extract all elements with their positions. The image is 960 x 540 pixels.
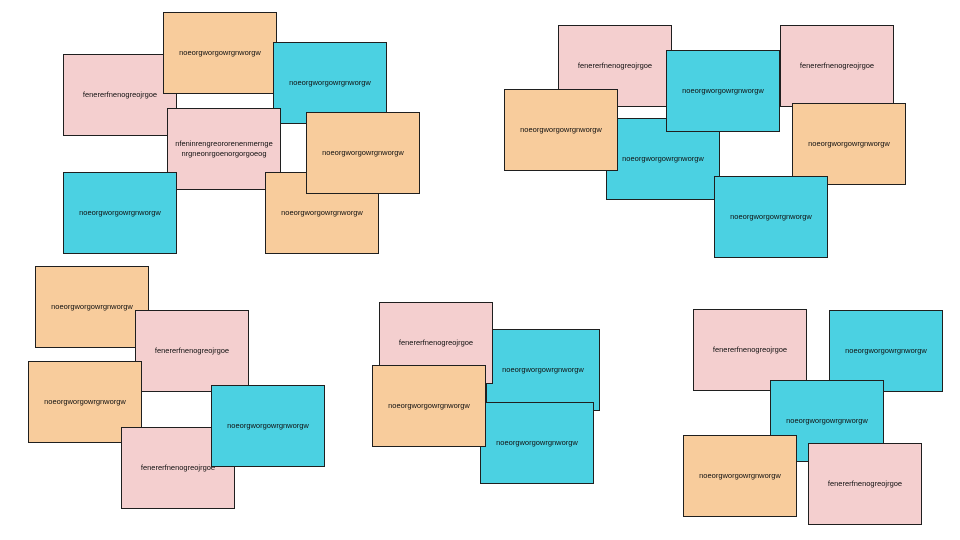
sticky-note[interactable]: noeorgworgowrgnworgw: [714, 176, 828, 258]
sticky-note[interactable]: noeorgworgowrgnworgw: [666, 50, 780, 132]
sticky-note[interactable]: noeorgworgowrgnworgw: [504, 89, 618, 171]
sticky-note[interactable]: noeorgworgowrgnworgw: [792, 103, 906, 185]
sticky-note[interactable]: noeorgworgowrgnworgw: [63, 172, 177, 254]
sticky-note[interactable]: noeorgworgowrgnworgw: [273, 42, 387, 124]
sticky-note[interactable]: noeorgworgowrgnworgw: [35, 266, 149, 348]
sticky-note[interactable]: noeorgworgowrgnworgw: [211, 385, 325, 467]
sticky-note[interactable]: noeorgworgowrgnworgw: [683, 435, 797, 517]
sticky-note[interactable]: fenererfnenogreojrgoe: [693, 309, 807, 391]
sticky-note[interactable]: noeorgworgowrgnworgw: [372, 365, 486, 447]
sticky-note[interactable]: nfeninrengreororenenmerngenrgneonrgoenor…: [167, 108, 281, 190]
sticky-note[interactable]: fenererfnenogreojrgoe: [135, 310, 249, 392]
sticky-note[interactable]: fenererfnenogreojrgoe: [808, 443, 922, 525]
sticky-note[interactable]: noeorgworgowrgnworgw: [163, 12, 277, 94]
sticky-note[interactable]: noeorgworgowrgnworgw: [480, 402, 594, 484]
sticky-note[interactable]: noeorgworgowrgnworgw: [486, 329, 600, 411]
sticky-note[interactable]: noeorgworgowrgnworgw: [306, 112, 420, 194]
sticky-note[interactable]: fenererfnenogreojrgoe: [63, 54, 177, 136]
sticky-note[interactable]: fenererfnenogreojrgoe: [780, 25, 894, 107]
sticky-note[interactable]: noeorgworgowrgnworgw: [829, 310, 943, 392]
